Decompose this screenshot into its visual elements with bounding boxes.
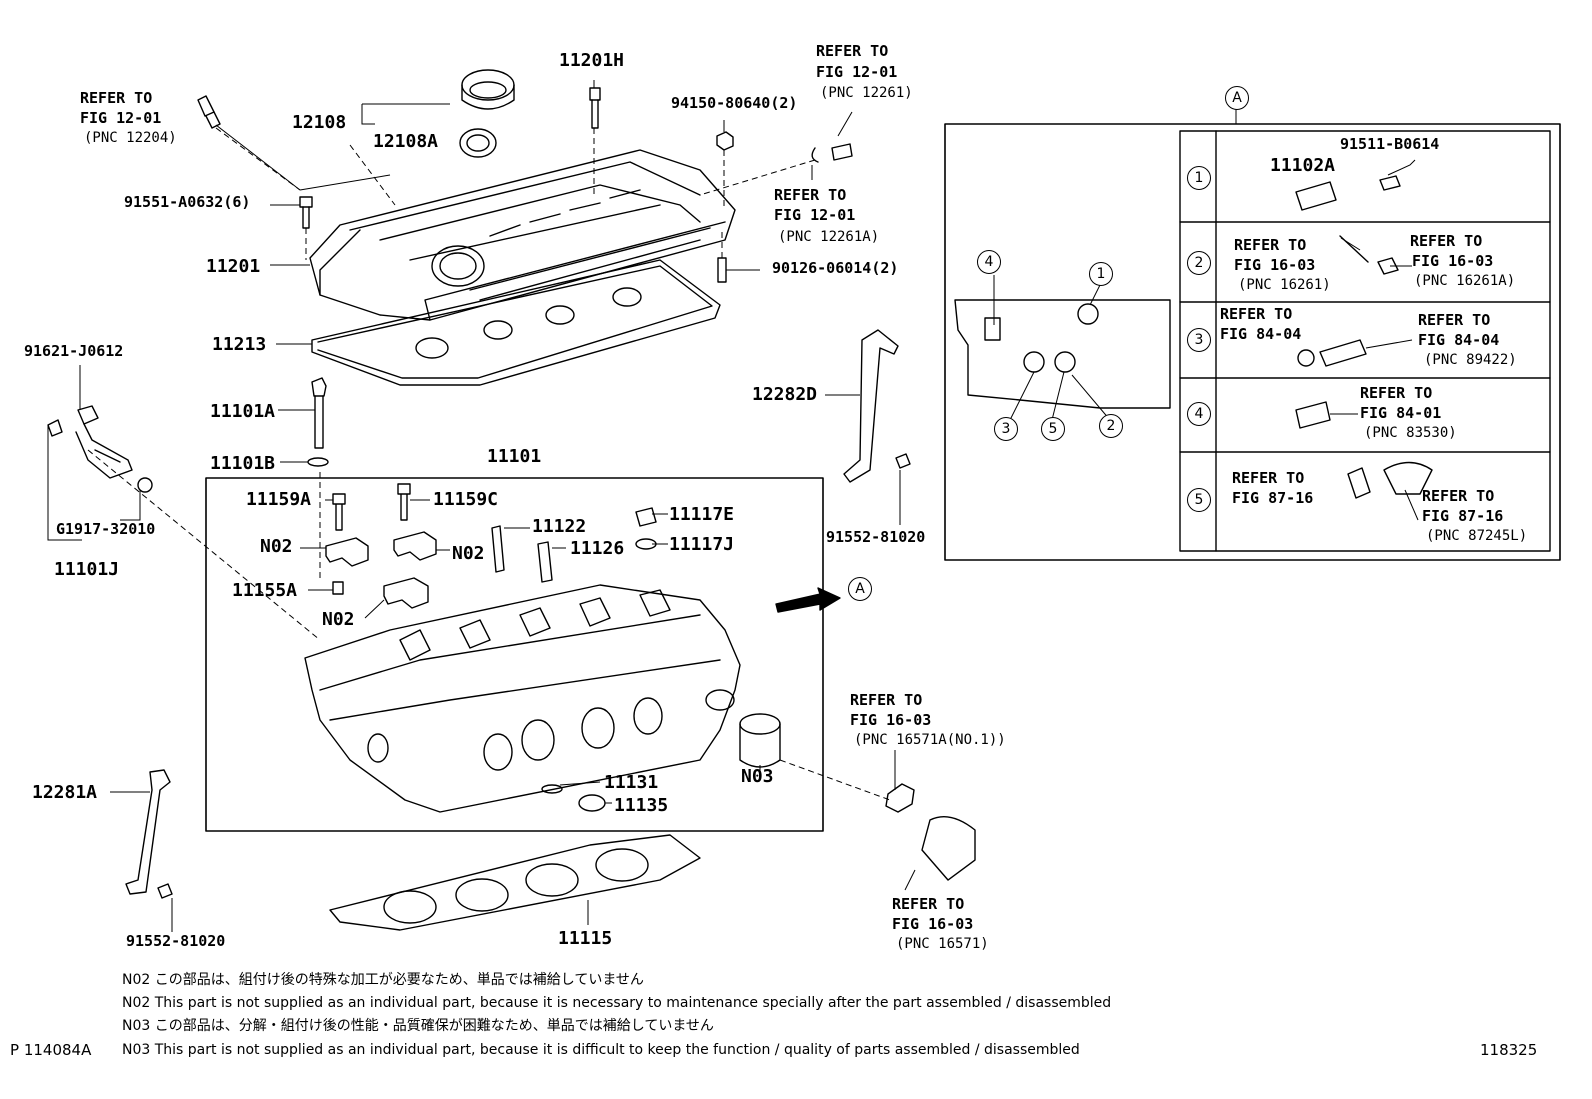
label-11115[interactable]: 11115 bbox=[558, 928, 613, 949]
label-11122[interactable]: 11122 bbox=[532, 516, 587, 537]
row3-right-line2[interactable]: FIG 84-04 bbox=[1418, 331, 1500, 349]
oil-control-valve bbox=[47, 405, 153, 493]
block-marker-5[interactable]: 5 bbox=[1041, 417, 1065, 441]
block-marker-1[interactable]: 1 bbox=[1089, 262, 1113, 286]
note-n03-ja: N03 この部品は、分解・組付け後の性能・品質確保が困難なため、単品では補給して… bbox=[122, 1018, 714, 1034]
label-11131[interactable]: 11131 bbox=[604, 772, 659, 793]
row5-left-line1: REFER TO bbox=[1232, 469, 1305, 487]
ref5-line3: (PNC 16571) bbox=[896, 936, 989, 952]
label-94150[interactable]: 94150-80640(2) bbox=[671, 94, 798, 112]
footer-illustration-id: P 114084A bbox=[10, 1041, 92, 1059]
ref1-line3: (PNC 12204) bbox=[84, 130, 177, 146]
callout-a-arrow[interactable]: A bbox=[848, 577, 872, 601]
row5-left-line2[interactable]: FIG 87-16 bbox=[1232, 489, 1314, 507]
row5-right-line3: (PNC 87245L) bbox=[1426, 528, 1528, 544]
block-marker-4[interactable]: 4 bbox=[977, 250, 1001, 274]
row3-left-line1: REFER TO bbox=[1220, 305, 1293, 323]
detail-block bbox=[954, 299, 1171, 409]
label-11101j[interactable]: 11101J bbox=[54, 559, 120, 580]
label-n03[interactable]: N03 bbox=[741, 766, 774, 787]
label-n02-c[interactable]: N02 bbox=[322, 609, 355, 630]
label-11117e[interactable]: 11117E bbox=[669, 504, 735, 525]
head-cover-gasket bbox=[311, 259, 721, 386]
footer-figure-number: 118325 bbox=[1480, 1041, 1538, 1059]
label-11101[interactable]: 11101 bbox=[487, 446, 542, 467]
label-91552-a[interactable]: 91552-81020 bbox=[826, 528, 926, 546]
dashed-leaders bbox=[87, 127, 891, 801]
bolt-11201h bbox=[589, 87, 601, 129]
label-11126[interactable]: 11126 bbox=[570, 538, 625, 559]
row5-right-line2[interactable]: FIG 87-16 bbox=[1422, 507, 1504, 525]
detail-row-2-number[interactable]: 2 bbox=[1187, 251, 1211, 275]
label-11101a[interactable]: 11101A bbox=[210, 401, 276, 422]
cylinder-head-cover bbox=[309, 149, 736, 321]
ref4-line3: (PNC 16571A(NO.1)) bbox=[854, 732, 1006, 748]
label-12282d[interactable]: 12282D bbox=[752, 384, 818, 405]
ref5-line2[interactable]: FIG 16-03 bbox=[892, 915, 974, 933]
ref3-line3: (PNC 12261A) bbox=[778, 229, 880, 245]
row2-left-line2[interactable]: FIG 16-03 bbox=[1234, 256, 1316, 274]
label-11201[interactable]: 11201 bbox=[206, 256, 261, 277]
ref2-line2[interactable]: FIG 12-01 bbox=[816, 63, 898, 81]
sensor-12204 bbox=[197, 95, 221, 129]
ref3-line2[interactable]: FIG 12-01 bbox=[774, 206, 856, 224]
note-n03-en: N03 This part is not supplied as an indi… bbox=[122, 1042, 1080, 1058]
row2-left-line1: REFER TO bbox=[1234, 236, 1307, 254]
label-n02-b[interactable]: N02 bbox=[452, 543, 485, 564]
detail-row-3-number[interactable]: 3 bbox=[1187, 328, 1211, 352]
row3-right-line3: (PNC 89422) bbox=[1424, 352, 1517, 368]
row2-left-line3: (PNC 16261) bbox=[1238, 277, 1331, 293]
row2-right-line2[interactable]: FIG 16-03 bbox=[1412, 252, 1494, 270]
label-91552-b[interactable]: 91552-81020 bbox=[126, 932, 226, 950]
label-12108[interactable]: 12108 bbox=[292, 112, 347, 133]
head-bolt-11101a bbox=[311, 377, 327, 449]
label-91621[interactable]: 91621-J0612 bbox=[24, 342, 124, 360]
leader-lines bbox=[47, 80, 1419, 932]
label-11101b[interactable]: 11101B bbox=[210, 453, 276, 474]
row4-right-line2[interactable]: FIG 84-01 bbox=[1360, 404, 1442, 422]
label-11159c[interactable]: 11159C bbox=[433, 489, 499, 510]
block-marker-3[interactable]: 3 bbox=[994, 417, 1018, 441]
label-11201h[interactable]: 11201H bbox=[559, 50, 625, 71]
ref3-line1: REFER TO bbox=[774, 186, 847, 204]
ref1-line1: REFER TO bbox=[80, 89, 153, 107]
label-90126[interactable]: 90126-06014(2) bbox=[772, 259, 899, 277]
row3-left-line2[interactable]: FIG 84-04 bbox=[1220, 325, 1302, 343]
head-gasket bbox=[329, 834, 701, 931]
label-11117j[interactable]: 11117J bbox=[669, 534, 735, 555]
row3-right-line1: REFER TO bbox=[1418, 311, 1491, 329]
detail-row-5-number[interactable]: 5 bbox=[1187, 488, 1211, 512]
label-12108a[interactable]: 12108A bbox=[373, 131, 439, 152]
label-11135[interactable]: 11135 bbox=[614, 795, 669, 816]
detail-row-4-number[interactable]: 4 bbox=[1187, 402, 1211, 426]
row2-right-line1: REFER TO bbox=[1410, 232, 1483, 250]
label-n02-a[interactable]: N02 bbox=[260, 536, 293, 557]
row4-right-line3: (PNC 83530) bbox=[1364, 425, 1457, 441]
label-11159a[interactable]: 11159A bbox=[246, 489, 312, 510]
ref4-line2[interactable]: FIG 16-03 bbox=[850, 711, 932, 729]
detail-part-91511[interactable]: 91511-B0614 bbox=[1340, 135, 1440, 153]
note-n02-ja: N02 この部品は、組付け後の特殊な加工が必要なため、単品では補給していません bbox=[122, 972, 644, 988]
ref5-line1: REFER TO bbox=[892, 895, 965, 913]
note-n02-en: N02 This part is not supplied as an indi… bbox=[122, 995, 1112, 1011]
callout-a-detail[interactable]: A bbox=[1225, 86, 1249, 110]
block-marker-2[interactable]: 2 bbox=[1099, 414, 1123, 438]
ref2-line3: (PNC 12261) bbox=[820, 85, 913, 101]
row2-right-line3: (PNC 16261A) bbox=[1414, 273, 1516, 289]
label-11155a[interactable]: 11155A bbox=[232, 580, 298, 601]
cylinder-head bbox=[304, 584, 741, 813]
oil-filler-cap bbox=[459, 69, 515, 158]
ref2-line1: REFER TO bbox=[816, 42, 889, 60]
ref1-line2[interactable]: FIG 12-01 bbox=[80, 109, 162, 127]
label-91551[interactable]: 91551-A0632(6) bbox=[124, 193, 251, 211]
row4-right-line1: REFER TO bbox=[1360, 384, 1433, 402]
label-11213[interactable]: 11213 bbox=[212, 334, 267, 355]
label-g1917[interactable]: G1917-32010 bbox=[56, 520, 156, 538]
label-12281a[interactable]: 12281A bbox=[32, 782, 98, 803]
ref4-line1: REFER TO bbox=[850, 691, 923, 709]
detail-part-11102a[interactable]: 11102A bbox=[1270, 155, 1336, 176]
row5-right-line1: REFER TO bbox=[1422, 487, 1495, 505]
detail-row-1-number[interactable]: 1 bbox=[1187, 166, 1211, 190]
